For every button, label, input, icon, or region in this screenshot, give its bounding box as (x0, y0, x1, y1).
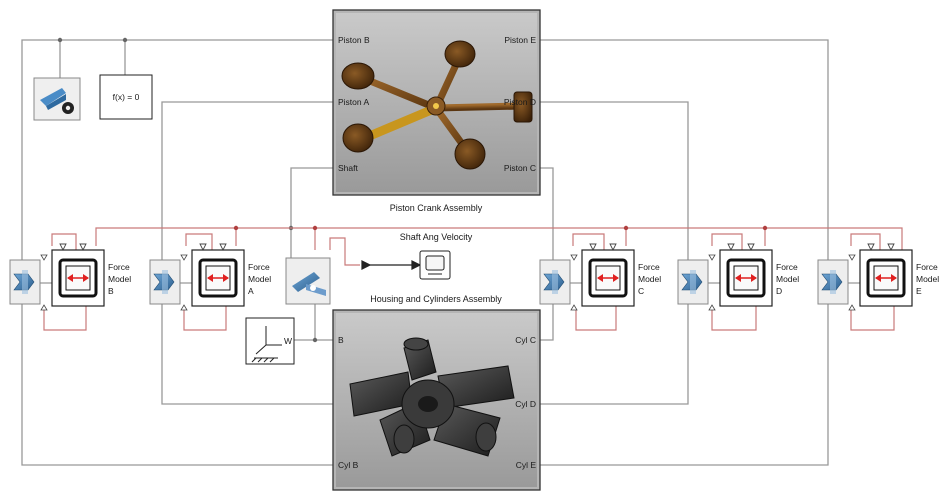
force-model-block-a[interactable] (192, 244, 244, 306)
fx-block[interactable]: f(x) = 0 (100, 75, 152, 119)
scope-block[interactable] (420, 251, 450, 279)
world-frame-block[interactable]: W (246, 318, 294, 364)
port-cyl-b: Cyl B (338, 460, 359, 470)
fx-label: f(x) = 0 (113, 92, 140, 102)
connection-shaft-velocity[interactable] (330, 238, 360, 265)
port-piston-d: Piston D (504, 97, 536, 107)
force-model-label: D (776, 286, 782, 296)
force-model-label: E (916, 286, 922, 296)
force-model-block-e[interactable] (860, 244, 912, 306)
force-model-block-d[interactable] (720, 244, 772, 306)
connection-shaft[interactable] (291, 168, 333, 262)
force-model-label: C (638, 286, 644, 296)
force-model-label: Model (776, 274, 799, 284)
force-model-label: Model (638, 274, 661, 284)
piston-crank-caption: Piston Crank Assembly (390, 203, 483, 213)
port-piston-b: Piston B (338, 35, 370, 45)
port-cyl-d: Cyl D (515, 399, 536, 409)
world-frame-port: W (284, 336, 292, 346)
port-piston-a: Piston A (338, 97, 370, 107)
port-b: B (338, 335, 344, 345)
signal-to-scope (362, 261, 420, 269)
force-model-label: A (248, 286, 254, 296)
force-model-label: Force (776, 262, 798, 272)
force-model-label: Model (916, 274, 939, 284)
port-cyl-c: Cyl C (515, 335, 536, 345)
port-cyl-e: Cyl E (516, 460, 537, 470)
connection-piston-c-cyl-c[interactable] (540, 168, 553, 340)
solver-config-block[interactable] (34, 78, 80, 120)
force-model-label: Force (638, 262, 660, 272)
piston-crank-assembly-block[interactable]: Piston B Piston A Shaft Piston E Piston … (333, 10, 540, 195)
housing-caption: Housing and Cylinders Assembly (370, 294, 502, 304)
force-model-label: B (108, 286, 114, 296)
force-model-block-b[interactable] (52, 244, 104, 306)
revolute-joint-block[interactable] (286, 258, 330, 304)
force-model-label: Force (916, 262, 938, 272)
force-model-block-c[interactable] (582, 244, 634, 306)
port-piston-e: Piston E (504, 35, 536, 45)
port-piston-c: Piston C (504, 163, 536, 173)
scope-caption: Shaft Ang Velocity (400, 232, 473, 242)
port-shaft: Shaft (338, 163, 358, 173)
force-model-label: Force (248, 262, 270, 272)
housing-cylinders-assembly-block[interactable]: B Cyl B Cyl C Cyl D Cyl E (333, 310, 540, 490)
force-model-label: Model (248, 274, 271, 284)
force-model-label: Force (108, 262, 130, 272)
bus-velocity[interactable] (96, 228, 902, 250)
force-model-label: Model (108, 274, 131, 284)
